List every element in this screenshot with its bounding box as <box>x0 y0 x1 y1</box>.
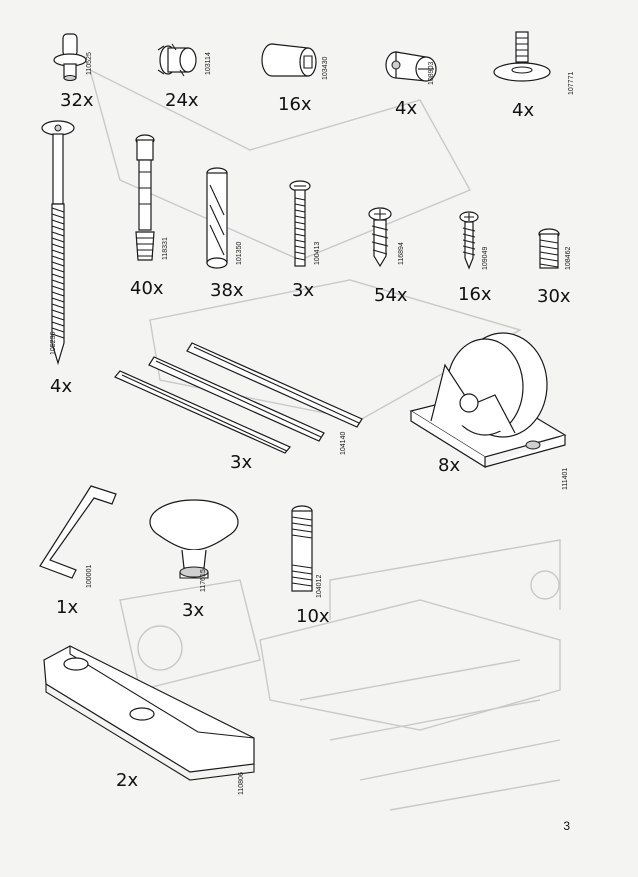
part-quantity: 54x <box>374 285 408 306</box>
long-bolt-drawing <box>41 120 75 366</box>
part-quantity: 24x <box>165 90 199 111</box>
part-code: 104140 <box>340 431 347 455</box>
part-quantity: 2x <box>116 770 139 791</box>
drawer-rails-drawing <box>114 342 363 454</box>
part-quantity: 10x <box>296 606 330 627</box>
machine-screw-drawing <box>289 180 311 267</box>
part-code: 108903 <box>428 61 435 85</box>
part-quantity: 3x <box>292 280 315 301</box>
cam-lock-drawing <box>157 43 197 77</box>
glide-foot-drawing <box>493 31 551 82</box>
part-quantity: 30x <box>537 286 571 307</box>
insert-plug-drawing <box>538 228 560 269</box>
part-quantity: 3x <box>230 452 253 473</box>
cam-bolt-drawing <box>135 134 155 261</box>
part-code: 111401 <box>562 467 569 490</box>
barrel-nut-drawing <box>385 51 437 82</box>
part-code: 118331 <box>162 237 169 260</box>
part-code: 110525 <box>86 52 93 75</box>
part-quantity: 1x <box>56 597 79 618</box>
part-quantity: 32x <box>60 90 94 111</box>
allen-key-drawing <box>39 485 117 579</box>
part-quantity: 16x <box>278 94 312 115</box>
part-code: 116894 <box>398 242 405 265</box>
part-code: 103114 <box>205 52 212 75</box>
part-code: 117615 <box>200 569 207 592</box>
part-quantity: 40x <box>130 278 164 299</box>
angle-bracket-drawing <box>43 645 255 781</box>
part-code: 104012 <box>316 574 323 598</box>
part-quantity: 8x <box>438 455 461 476</box>
part-quantity: 4x <box>395 98 418 119</box>
part-code: 109049 <box>482 246 489 270</box>
cam-housing-drawing <box>261 43 317 77</box>
dowel-pin-drawing <box>53 33 87 81</box>
part-code: 110806 <box>238 772 245 795</box>
wood-screw-drawing <box>459 211 479 270</box>
part-quantity: 16x <box>458 284 492 305</box>
part-code: 108462 <box>565 246 572 270</box>
chipboard-screw-drawing <box>368 207 392 268</box>
part-code: 105236 <box>50 331 57 355</box>
page-number: 3 <box>563 819 570 833</box>
part-code: 100413 <box>314 241 321 265</box>
caster-wheel-drawing <box>409 332 567 469</box>
threaded-stud-drawing <box>291 505 313 592</box>
part-code: 107771 <box>568 71 575 95</box>
knob-drawing <box>149 499 239 579</box>
part-quantity: 4x <box>50 376 73 397</box>
part-quantity: 3x <box>182 600 205 621</box>
part-quantity: 4x <box>512 100 535 121</box>
part-code: 101350 <box>236 241 243 265</box>
part-code: 103430 <box>322 56 329 80</box>
wood-dowel-drawing <box>206 167 228 269</box>
part-code: 100001 <box>86 564 93 588</box>
part-quantity: 38x <box>210 280 244 301</box>
